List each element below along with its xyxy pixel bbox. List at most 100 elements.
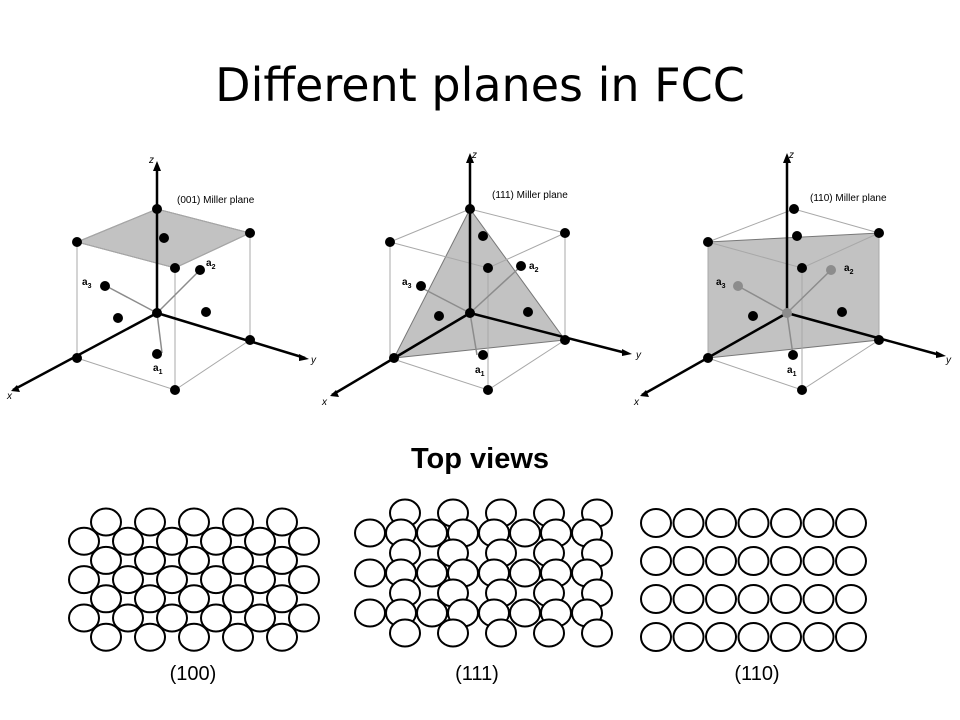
atom-circle: [222, 622, 254, 652]
axis-label-x: x: [633, 397, 640, 408]
atom-circle: [200, 565, 232, 595]
atom-circle: [354, 518, 386, 548]
fcc-atoms: [72, 204, 255, 395]
atom-circle: [156, 565, 188, 595]
atom-circle: [354, 558, 386, 588]
vector-label-a2: a2: [206, 258, 216, 271]
atom-circle: [156, 603, 188, 633]
atom-circle: [112, 565, 144, 595]
atom-circle: [770, 622, 802, 652]
shaded-111-plane: [393, 208, 566, 359]
atom-circle: [266, 507, 298, 537]
vector-label-a3: a3: [716, 277, 726, 290]
axis-label-z: z: [148, 155, 154, 166]
lattice-vectors: [417, 267, 520, 356]
top-view-111-packing: [354, 498, 613, 648]
axis-arrowheads: [640, 153, 946, 397]
atom-circle: [835, 546, 867, 576]
atom-circle: [737, 584, 770, 614]
atom-circle: [389, 618, 421, 648]
atom-circle: [509, 558, 541, 588]
vector-label-a1: a1: [153, 363, 163, 376]
atom-circle: [266, 545, 298, 575]
axis-arrowheads: [11, 161, 309, 392]
fcc-atoms: [385, 204, 570, 395]
atom-circle: [437, 618, 469, 648]
atom-circle: [835, 508, 867, 538]
atom-circle: [672, 508, 705, 538]
axis-label-z: z: [788, 150, 794, 161]
atom-circle: [266, 584, 298, 614]
atom-circle: [770, 508, 802, 538]
atom-circle: [222, 507, 254, 537]
atom-circle: [68, 565, 100, 595]
atom-circle: [288, 526, 320, 556]
atom-circle: [802, 622, 835, 652]
axis-arrowheads: [330, 153, 632, 397]
miller-plane-label: (001) Miller plane: [177, 195, 255, 206]
atom-circle: [640, 508, 672, 538]
atom-circle: [533, 618, 565, 648]
atom-circle: [68, 526, 100, 556]
atom-circle: [112, 603, 144, 633]
atom-circle: [835, 584, 867, 614]
atom-circle: [134, 584, 166, 614]
atom-circle: [802, 508, 835, 538]
atom-circle: [354, 598, 386, 628]
atom-circle: [178, 545, 210, 575]
fcc-111-plane-diagram: z y x (111) Miller plane a2 a3 a1: [321, 150, 642, 408]
atom-circle: [640, 622, 672, 652]
shaded-110-plane: [707, 232, 880, 359]
atom-circle: [672, 584, 705, 614]
atom-circle: [68, 603, 100, 633]
atom-circle: [705, 546, 737, 576]
fcc-110-plane-diagram: z y x (110) Miller plane a2 a3 a1: [633, 150, 952, 408]
atom-circle: [134, 545, 166, 575]
axis-label-y: y: [945, 355, 952, 366]
atom-circle: [244, 526, 276, 556]
atom-circle: [90, 584, 122, 614]
miller-plane-label: (110) Miller plane: [810, 193, 887, 204]
atom-circle: [672, 622, 705, 652]
atom-circle: [737, 622, 770, 652]
vector-label-a3: a3: [402, 277, 412, 290]
top-view-110-packing: [640, 508, 867, 652]
axis-label-y: y: [310, 355, 317, 366]
atom-circle: [156, 526, 188, 556]
caption-100: (100): [169, 663, 217, 685]
vector-label-a1: a1: [475, 365, 485, 378]
atom-circle: [705, 508, 737, 538]
atom-circle: [222, 584, 254, 614]
atom-circle: [640, 584, 672, 614]
lattice-vectors: [737, 269, 832, 356]
atom-circle: [802, 584, 835, 614]
atom-circle: [705, 584, 737, 614]
atom-circle: [266, 622, 298, 652]
atom-circle: [288, 603, 320, 633]
vector-label-a1: a1: [787, 365, 797, 378]
atom-circle: [112, 526, 144, 556]
vector-label-a2: a2: [529, 261, 539, 274]
atom-circle: [737, 508, 770, 538]
atom-circle: [90, 622, 122, 652]
atom-circle: [737, 546, 770, 576]
axis-label-x: x: [321, 397, 328, 408]
atom-circle: [509, 518, 541, 548]
atom-circle: [705, 622, 737, 652]
coordinate-axes: [331, 159, 627, 397]
lattice-vectors: [107, 271, 199, 354]
coordinate-axes: [12, 167, 306, 392]
caption-110: (110): [734, 663, 780, 685]
atom-circle: [640, 546, 672, 576]
atom-circle: [134, 622, 166, 652]
axis-label-x: x: [6, 391, 13, 402]
atom-circle: [288, 565, 320, 595]
atom-circle: [222, 545, 254, 575]
axis-label-z: z: [471, 150, 477, 161]
atom-circle: [200, 603, 232, 633]
atom-circle: [770, 546, 802, 576]
atom-circle: [581, 618, 613, 648]
top-views-heading: Top views: [410, 443, 550, 475]
vector-label-a2: a2: [844, 263, 854, 276]
atom-circle: [244, 565, 276, 595]
